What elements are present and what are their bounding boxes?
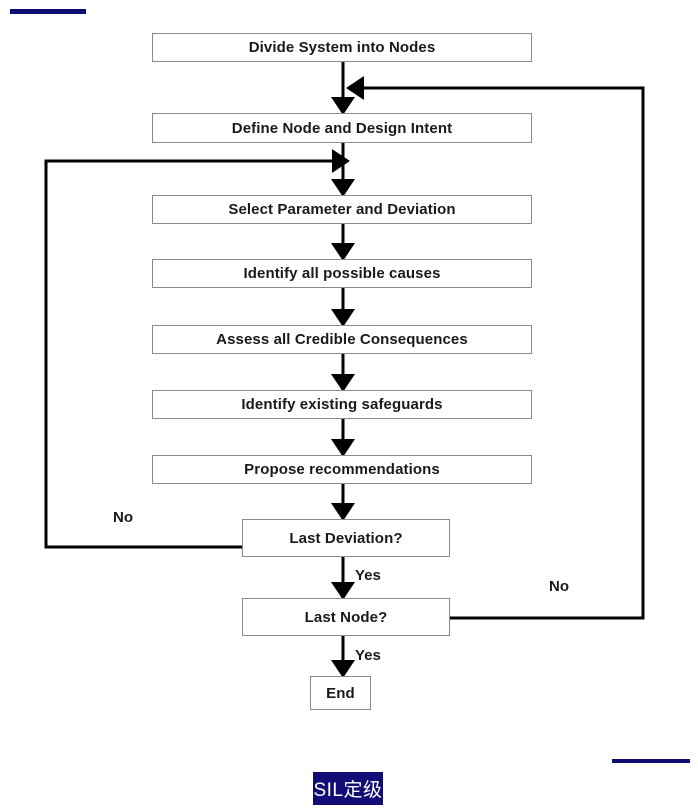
edge-label-no-left: No <box>113 509 133 526</box>
footer-sil-badge[interactable]: SIL定级 <box>313 772 383 805</box>
top-left-accent-rule <box>10 9 86 14</box>
flow-node-safeguards[interactable]: Identify existing safeguards <box>152 390 532 419</box>
flow-node-recommendations[interactable]: Propose recommendations <box>152 455 532 484</box>
edge-label-yes-middle: Yes <box>355 567 381 584</box>
flow-node-label: Define Node and Design Intent <box>231 119 453 137</box>
flow-node-label: Divide System into Nodes <box>248 39 436 56</box>
flow-node-consequences[interactable]: Assess all Credible Consequences <box>152 325 532 354</box>
flow-node-label: Identify all possible causes <box>243 265 441 282</box>
flow-node-label: Select Parameter and Deviation <box>228 201 456 218</box>
flow-node-label: Last Node? <box>304 608 388 626</box>
edge-label-yes-end: Yes <box>355 647 381 664</box>
flow-node-last-deviation[interactable]: Last Deviation? <box>242 519 450 557</box>
flow-node-define[interactable]: Define Node and Design Intent <box>152 113 532 143</box>
flow-node-label: End <box>326 684 355 702</box>
flow-node-label: Propose recommendations <box>244 461 440 478</box>
flow-node-causes[interactable]: Identify all possible causes <box>152 259 532 288</box>
flow-node-divide[interactable]: Divide System into Nodes <box>152 33 532 62</box>
flow-node-label: Assess all Credible Consequences <box>216 331 468 348</box>
flow-node-label: Last Deviation? <box>289 529 403 547</box>
edge-label-no-right: No <box>549 578 569 595</box>
flow-node-label: Identify existing safeguards <box>241 396 443 413</box>
flow-node-select[interactable]: Select Parameter and Deviation <box>152 195 532 224</box>
flow-node-end[interactable]: End <box>310 676 371 710</box>
flow-node-last-node[interactable]: Last Node? <box>242 598 450 636</box>
bottom-right-accent-rule <box>612 759 690 763</box>
